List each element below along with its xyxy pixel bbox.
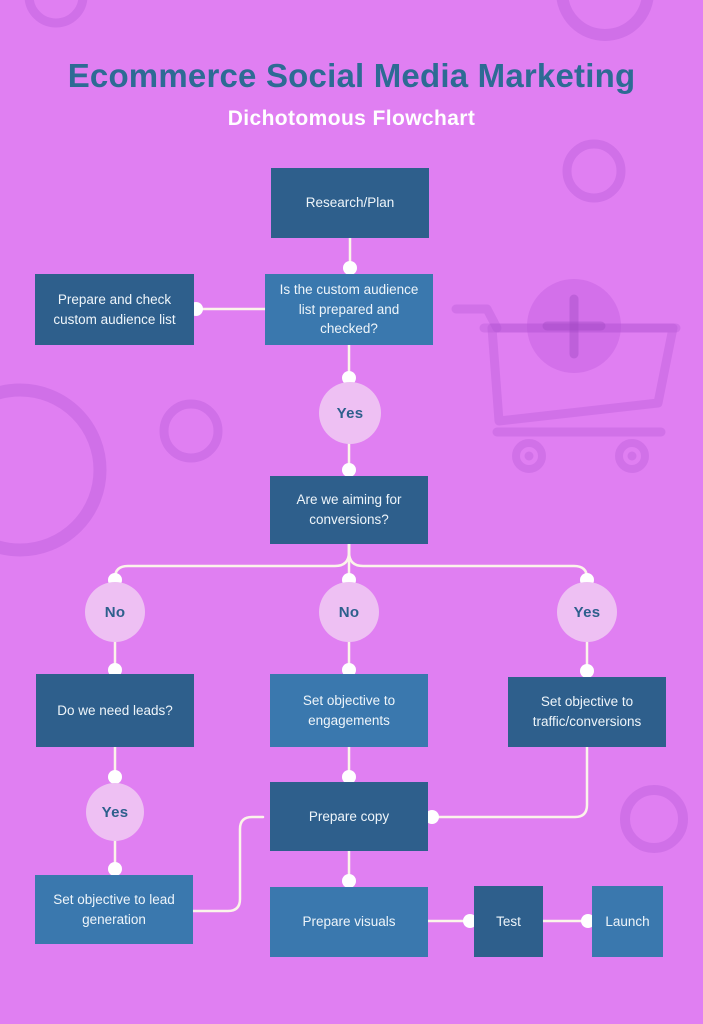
node-prepare-check: Prepare and check custom audience list — [35, 274, 194, 345]
node-label: Prepare and check custom audience list — [53, 291, 176, 327]
decision-label: Yes — [336, 404, 364, 422]
node-label: Prepare visuals — [302, 914, 396, 930]
decision-label: No — [104, 603, 126, 621]
node-test: Test — [474, 886, 543, 957]
node-research-plan: Research/Plan — [271, 168, 429, 238]
decision-label: No — [338, 603, 360, 621]
node-label: Research/Plan — [305, 195, 395, 211]
node-objective-lead-generation: Set objective to lead generation — [35, 875, 193, 944]
node-objective-engagements: Set objective to engagements — [270, 674, 428, 747]
node-label: Launch — [605, 913, 650, 929]
node-label: Set objective to traffic/conversions — [532, 694, 642, 729]
ring-decoration-mid-left-large-icon — [0, 383, 107, 557]
node-label: Are we aiming for conversions? — [296, 492, 402, 527]
connector-dot — [108, 770, 122, 784]
decision-yes-right: Yes — [557, 582, 617, 642]
node-leads-question: Do we need leads? — [36, 674, 194, 747]
decision-no-center: No — [319, 582, 379, 642]
ring-decoration-mid-left-small-icon — [159, 399, 223, 463]
decision-label: Yes — [573, 603, 601, 621]
decision-label: Yes — [101, 803, 129, 821]
node-prepare-visuals: Prepare visuals — [270, 887, 428, 957]
node-label: Is the custom audience list prepared and… — [279, 282, 419, 337]
node-label: Do we need leads? — [57, 702, 173, 718]
connector-dot — [108, 862, 122, 876]
decision-yes-2: Yes — [86, 783, 144, 841]
ring-decoration-bottom-right-icon — [620, 785, 688, 853]
node-prepare-copy: Prepare copy — [270, 782, 428, 851]
decision-no-left: No — [85, 582, 145, 642]
node-launch: Launch — [592, 886, 663, 957]
node-aiming-question: Are we aiming for conversions? — [270, 476, 428, 544]
node-label: Prepare copy — [308, 808, 390, 824]
node-label: Set objective to lead generation — [53, 891, 175, 927]
header: Ecommerce Social Media Marketing Dichoto… — [0, 0, 703, 131]
node-audience-question: Is the custom audience list prepared and… — [265, 274, 433, 345]
node-label: Set objective to engagements — [302, 692, 396, 728]
node-label: Test — [496, 913, 521, 929]
connector-dot — [342, 874, 356, 888]
page-title: Ecommerce Social Media Marketing — [67, 57, 636, 94]
page-subtitle: Dichotomous Flowchart — [227, 107, 476, 130]
connector-dot — [342, 463, 356, 477]
connector-dot — [343, 261, 357, 275]
decision-yes-1: Yes — [319, 382, 381, 444]
cart-plus-watermark-icon — [451, 279, 681, 473]
node-objective-traffic: Set objective to traffic/conversions — [508, 677, 666, 747]
ring-decoration-upper-right-icon — [562, 139, 626, 203]
connector-dot — [580, 664, 594, 678]
